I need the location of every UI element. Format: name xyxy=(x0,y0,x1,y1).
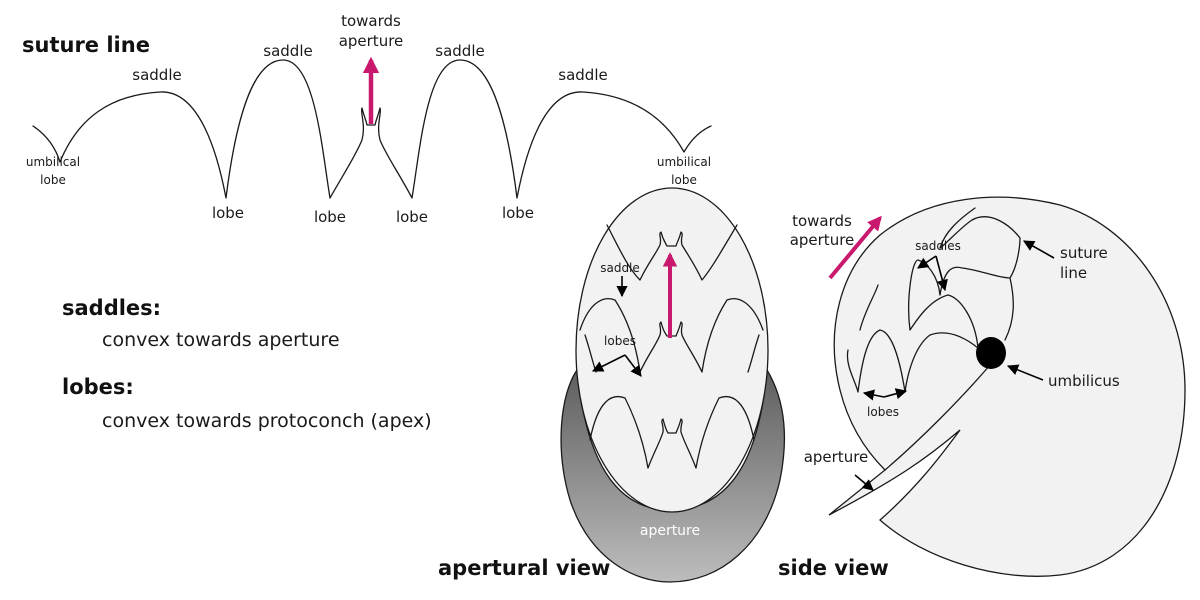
side-view-suture-path xyxy=(846,207,1021,393)
saddle-label-4: saddle xyxy=(558,66,607,84)
suture-line-title: suture line xyxy=(22,33,150,57)
lobes-pointer-left xyxy=(591,354,626,372)
umbilical-label-right-2: lobe xyxy=(671,173,697,187)
lobe-label-1: lobe xyxy=(212,204,244,222)
umbilical-label-right-1: umbilical xyxy=(657,155,711,169)
lobes-pointer-side-left xyxy=(862,389,885,401)
umbilical-label-left-1: umbilical xyxy=(26,155,80,169)
towards-label-top: towards xyxy=(341,12,401,30)
aperture-label-top: aperture xyxy=(339,32,404,50)
side-suture-label-1: suture xyxy=(1060,244,1108,262)
side-aperture-label: aperture xyxy=(790,231,855,249)
side-saddles-label: saddles xyxy=(915,239,961,253)
apertural-view-title: apertural view xyxy=(438,556,610,580)
apertural-saddle-label: saddle xyxy=(600,261,640,275)
side-view-shell xyxy=(828,196,1186,577)
side-suture-label-2: line xyxy=(1060,264,1087,282)
lobe-label-3: lobe xyxy=(396,208,428,226)
apertural-aperture-label: aperture xyxy=(640,523,700,539)
lobe-label-2: lobe xyxy=(314,208,346,226)
saddles-pointer-2 xyxy=(935,255,948,292)
side-aperture-pointer xyxy=(854,474,874,491)
lobes-description: convex towards protoconch (apex) xyxy=(102,410,432,432)
side-view-suture-tail xyxy=(859,277,1014,341)
legend: saddles: convex towards aperture lobes: … xyxy=(62,296,432,432)
side-towards-label: towards xyxy=(792,212,852,230)
apertural-whorl xyxy=(575,187,769,513)
saddles-description: convex towards aperture xyxy=(102,329,340,351)
side-lobes-label: lobes xyxy=(867,405,899,419)
saddles-heading: saddles: xyxy=(62,296,161,320)
lobes-pointer-right xyxy=(624,354,642,377)
side-towards-arrow xyxy=(828,215,882,280)
side-aperture-text: aperture xyxy=(804,448,869,466)
umbilicus-pointer xyxy=(1006,364,1044,381)
suture-line-pointer xyxy=(1023,240,1055,259)
apertural-suture-row-1 xyxy=(606,224,738,281)
saddle-label-2: saddle xyxy=(263,42,312,60)
umbilicus-dot xyxy=(976,337,1006,369)
saddles-pointer-1 xyxy=(917,255,937,269)
apertural-view-figure: saddle lobes aperture apertural view xyxy=(438,187,786,583)
lobe-label-4: lobe xyxy=(502,204,534,222)
side-view-title: side view xyxy=(778,556,889,580)
apertural-suture-row-3 xyxy=(589,396,755,469)
lobes-heading: lobes: xyxy=(62,375,134,399)
suture-line-path xyxy=(32,59,712,199)
side-view-figure: towards aperture saddles suture line umb… xyxy=(778,196,1186,580)
umbilical-label-left-2: lobe xyxy=(40,173,66,187)
side-view-whorl-line xyxy=(884,364,991,471)
lobes-pointer-side-right xyxy=(883,388,908,400)
suture-line-figure: suture line towards aperture saddle sadd… xyxy=(22,12,712,226)
saddle-label-1: saddle xyxy=(132,66,181,84)
umbilicus-label: umbilicus xyxy=(1048,372,1120,390)
apertural-lobes-label: lobes xyxy=(604,334,636,348)
saddle-label-3: saddle xyxy=(435,42,484,60)
